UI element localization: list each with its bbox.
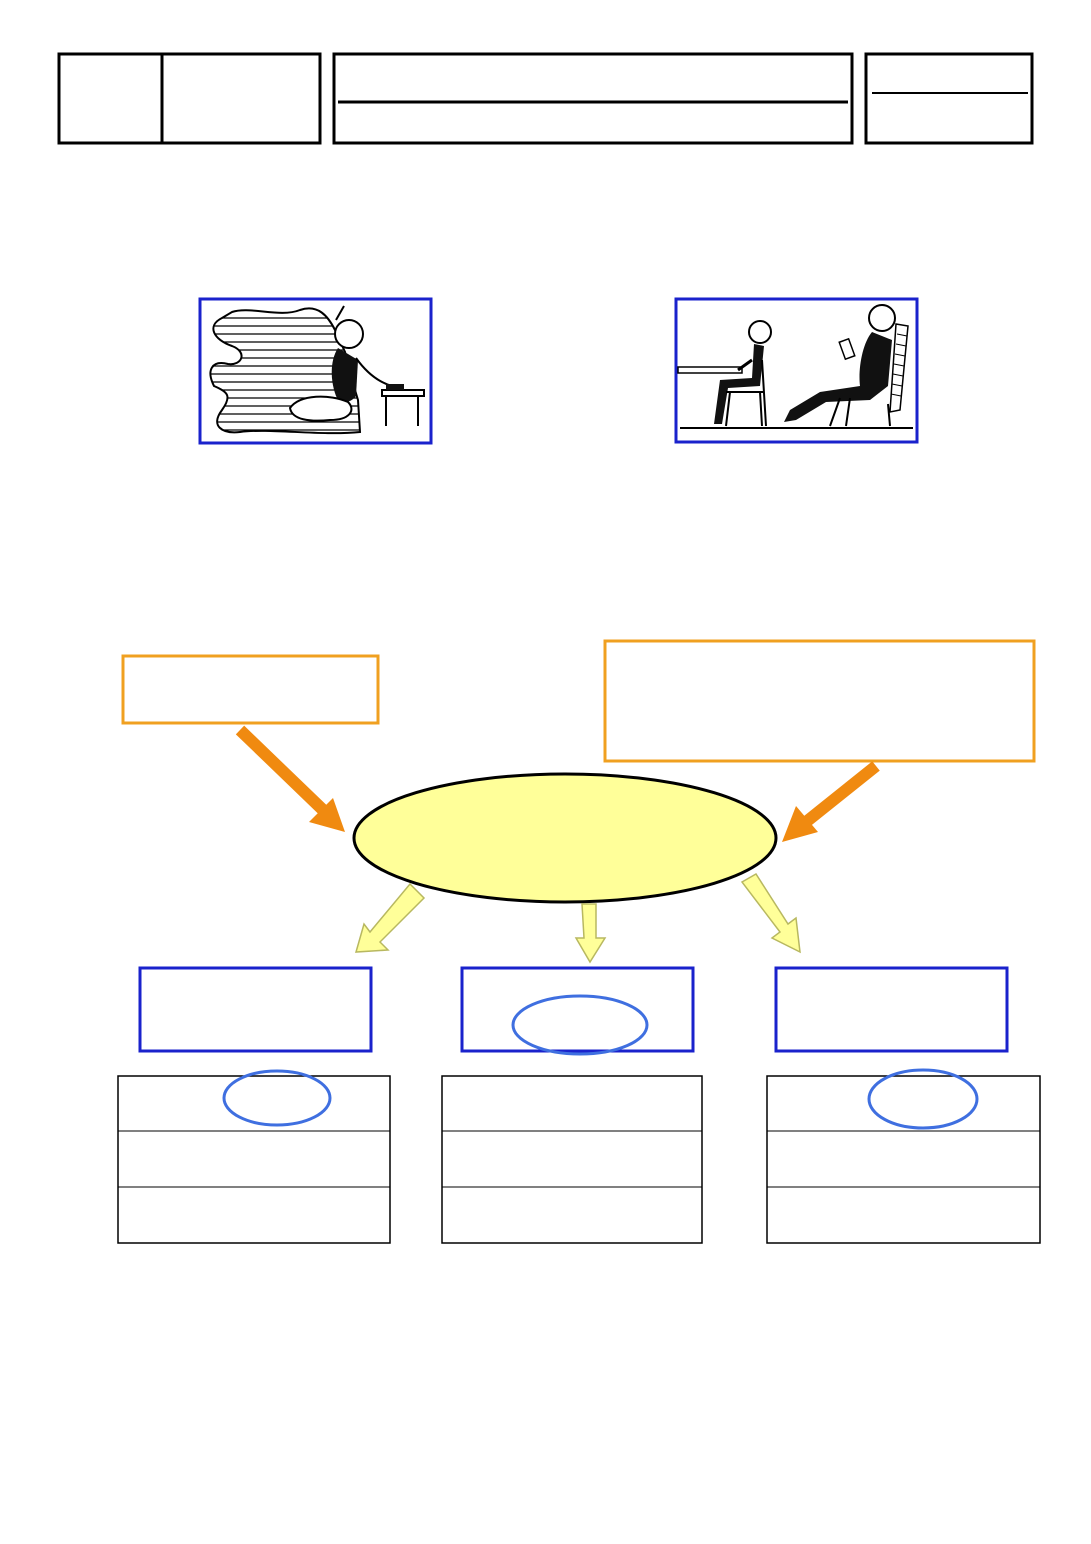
desk-top — [381, 389, 425, 397]
marker-ellipse-left — [222, 1069, 332, 1127]
person-two-body — [784, 332, 892, 422]
header-bar — [57, 52, 1034, 145]
marker-ellipse-center — [511, 994, 649, 1056]
desk-book — [386, 384, 404, 390]
figure-legs — [288, 395, 353, 422]
chair-two-slats — [890, 333, 908, 397]
figure-hair — [335, 305, 345, 321]
table-left — [117, 1075, 391, 1244]
input-box-right — [603, 639, 1036, 763]
header-title-box — [332, 52, 854, 145]
category-box-center — [460, 966, 695, 1053]
person-one-head — [748, 320, 772, 344]
yellow-arrow-left — [354, 882, 426, 953]
figure-body — [331, 348, 358, 402]
table-center — [441, 1075, 703, 1244]
orange-arrow-right — [782, 761, 880, 842]
table-right — [766, 1075, 1041, 1244]
person-one-body — [714, 344, 764, 424]
chair-two-legs — [829, 397, 891, 427]
chair-one — [725, 359, 767, 427]
person-at-puzzle-desk-icon — [198, 297, 433, 445]
category-box-right — [774, 966, 1009, 1053]
table-edge — [677, 366, 743, 374]
header-right-box — [864, 52, 1034, 145]
figure-head — [334, 319, 364, 349]
header-cell-left — [57, 52, 322, 145]
hub-ellipse — [352, 772, 778, 904]
input-box-left — [121, 654, 380, 725]
orange-arrow-left — [235, 725, 345, 832]
category-box-left — [138, 966, 373, 1053]
person-one-arm — [737, 358, 753, 372]
yellow-arrow-center — [574, 903, 607, 964]
marker-ellipse-right — [867, 1068, 979, 1130]
yellow-arrow-right — [740, 872, 801, 954]
seated-people-reading-icon — [674, 297, 919, 444]
person-two-book — [838, 337, 856, 361]
person-two-head — [868, 304, 896, 332]
